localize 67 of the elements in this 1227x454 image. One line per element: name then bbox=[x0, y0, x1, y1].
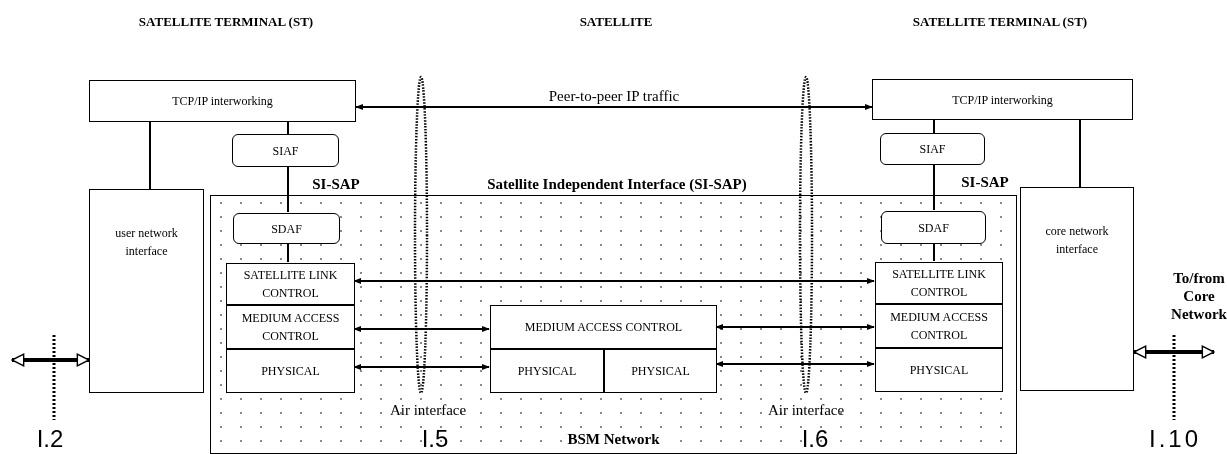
box-label: SIAF bbox=[271, 142, 300, 160]
layer-box bbox=[875, 262, 1003, 304]
layer-box bbox=[875, 348, 1003, 392]
box-label: MEDIUM ACCESS CONTROL bbox=[523, 319, 684, 336]
rounded-box bbox=[881, 211, 986, 244]
arrow bbox=[355, 103, 873, 111]
connector-line bbox=[933, 119, 935, 134]
box-label: PHYSICAL bbox=[516, 363, 578, 380]
reference-point-label: I.10 bbox=[1149, 424, 1201, 454]
box-label: SATELLITE LINK CONTROL bbox=[891, 266, 987, 301]
layer-box bbox=[604, 349, 717, 393]
connector-line bbox=[287, 242, 289, 263]
arrow bbox=[715, 323, 875, 331]
network-region bbox=[210, 195, 1017, 454]
interface-label: Air interface bbox=[767, 400, 845, 420]
interface-oval bbox=[413, 75, 429, 395]
layer-box bbox=[875, 304, 1003, 348]
interface-label: Air interface bbox=[389, 400, 467, 420]
arrow bbox=[1133, 345, 1215, 359]
layer-box bbox=[226, 305, 355, 349]
box-label: user network interface bbox=[114, 225, 179, 260]
column-heading: SATELLITE TERMINAL (ST) bbox=[138, 13, 314, 32]
interface-oval bbox=[798, 75, 814, 395]
arrow bbox=[353, 325, 490, 333]
box-label: PHYSICAL bbox=[260, 363, 321, 380]
interface-box bbox=[89, 189, 204, 393]
interface-label: Satellite Independent Interface (SI-SAP) bbox=[487, 174, 747, 194]
box-label: SDAF bbox=[270, 220, 303, 238]
layer-box bbox=[872, 79, 1133, 120]
box-label: SATELLITE LINK CONTROL bbox=[242, 267, 339, 302]
arrow bbox=[353, 277, 875, 285]
reference-point-label: I.2 bbox=[36, 424, 64, 454]
box-label: PHYSICAL bbox=[908, 362, 970, 379]
column-heading: SATELLITE bbox=[579, 13, 653, 32]
network-label: To/from Core Network bbox=[1170, 269, 1227, 323]
connector-line bbox=[287, 166, 289, 213]
layer-box bbox=[226, 263, 355, 305]
connector-line bbox=[933, 164, 935, 211]
arrow bbox=[353, 363, 490, 371]
column-heading: SATELLITE TERMINAL (ST) bbox=[912, 13, 1088, 32]
layer-box bbox=[490, 349, 604, 393]
box-label: TCP/IP interworking bbox=[951, 91, 1054, 109]
box-label: MEDIUM ACCESS CONTROL bbox=[889, 309, 989, 344]
box-label: SDAF bbox=[917, 219, 950, 237]
rounded-box bbox=[880, 133, 985, 165]
box-label: MEDIUM ACCESS CONTROL bbox=[240, 310, 341, 345]
rounded-box bbox=[232, 134, 339, 167]
connector-line bbox=[933, 242, 935, 262]
reference-point-label: I.5 bbox=[421, 424, 449, 454]
layer-box bbox=[89, 80, 356, 122]
connector-line bbox=[1079, 119, 1081, 188]
interface-box bbox=[1020, 187, 1134, 391]
reference-point-label: I.6 bbox=[801, 424, 829, 454]
box-label: PHYSICAL bbox=[630, 363, 691, 380]
interface-label: SI-SAP bbox=[961, 172, 1009, 192]
layer-box bbox=[490, 305, 717, 349]
box-label: core network interface bbox=[1044, 223, 1110, 258]
connector-line bbox=[149, 121, 151, 190]
arrow bbox=[11, 353, 90, 367]
arrow bbox=[715, 360, 875, 368]
interface-label: SI-SAP bbox=[312, 174, 360, 194]
box-label: SIAF bbox=[918, 141, 947, 158]
rounded-box bbox=[233, 213, 340, 244]
box-label: TCP/IP interworking bbox=[171, 93, 274, 110]
connector-line bbox=[287, 121, 289, 135]
layer-box bbox=[226, 349, 355, 393]
edge-label: Peer-to-peer IP traffic bbox=[548, 88, 680, 104]
